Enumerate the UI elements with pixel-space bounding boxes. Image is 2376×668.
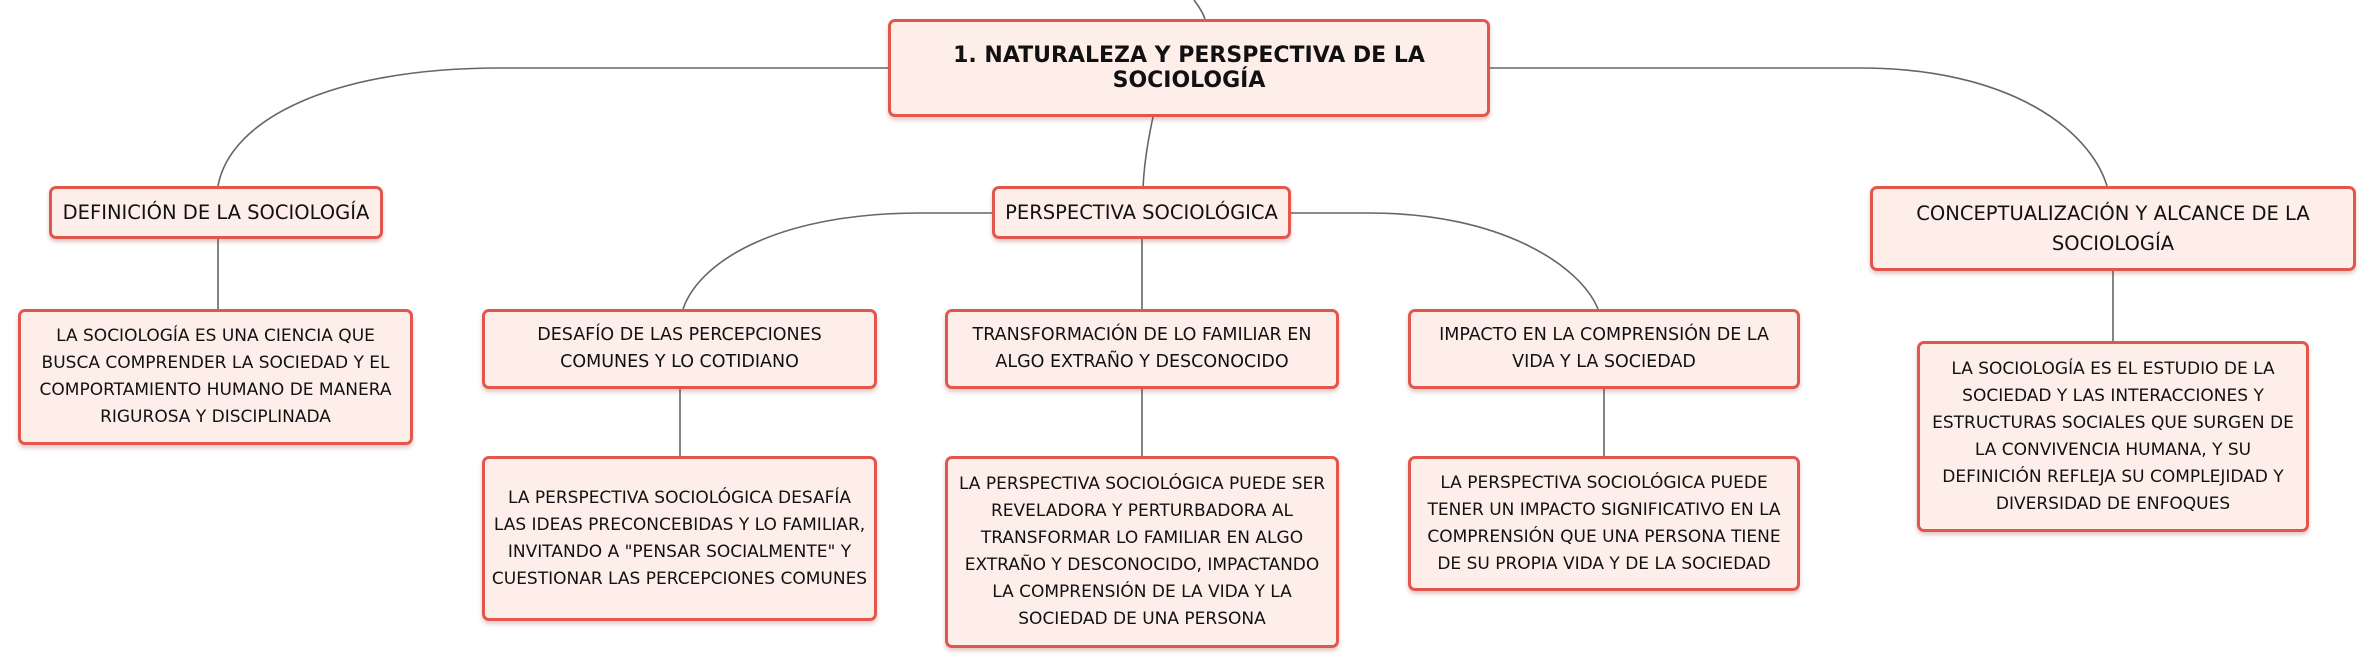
root-node-label: 1. NATURALEZA Y PERSPECTIVA DE LA SOCIOL…	[953, 43, 1425, 93]
detail-text: LA SOCIOLOGÍA ES EL ESTUDIO DE LA SOCIED…	[1932, 358, 2294, 514]
subtopic-node-transformacion[interactable]: TRANSFORMACIÓN DE LO FAMILIAR EN ALGO EX…	[945, 309, 1339, 389]
topic-node-definicion[interactable]: DEFINICIÓN DE LA SOCIOLOGÍA	[49, 186, 383, 239]
topic-node-perspectiva[interactable]: PERSPECTIVA SOCIOLÓGICA	[992, 186, 1291, 239]
detail-node-desafio[interactable]: LA PERSPECTIVA SOCIOLÓGICA DESAFÍA LAS I…	[482, 456, 877, 621]
detail-text: LA PERSPECTIVA SOCIOLÓGICA DESAFÍA LAS I…	[491, 487, 868, 589]
detail-node-impacto[interactable]: LA PERSPECTIVA SOCIOLÓGICA PUEDE TENER U…	[1408, 456, 1800, 591]
topic-label: CONCEPTUALIZACIÓN Y ALCANCE DE LA SOCIOL…	[1916, 201, 2310, 255]
connector-root-to-perspectiva	[1142, 116, 1154, 189]
detail-node-conceptualizacion[interactable]: LA SOCIOLOGÍA ES EL ESTUDIO DE LA SOCIED…	[1917, 341, 2309, 532]
subtopic-label: IMPACTO EN LA COMPRENSIÓN DE LA VIDA Y L…	[1439, 325, 1769, 372]
connector-perspectiva-to-impacto	[1291, 212, 1599, 310]
connector-root-to-conceptualizacion	[1490, 67, 2108, 187]
subtopic-node-desafio[interactable]: DESAFÍO DE LAS PERCEPCIONES COMUNES Y LO…	[482, 309, 877, 389]
subtopic-label: DESAFÍO DE LAS PERCEPCIONES COMUNES Y LO…	[537, 325, 822, 372]
root-node[interactable]: 1. NATURALEZA Y PERSPECTIVA DE LA SOCIOL…	[888, 19, 1490, 117]
topic-label: PERSPECTIVA SOCIOLÓGICA	[1005, 200, 1278, 224]
connector-parent-line	[1193, 0, 1206, 20]
detail-node-transformacion[interactable]: LA PERSPECTIVA SOCIOLÓGICA PUEDE SER REV…	[945, 456, 1339, 648]
topic-node-conceptualizacion[interactable]: CONCEPTUALIZACIÓN Y ALCANCE DE LA SOCIOL…	[1870, 186, 2356, 271]
detail-text: LA PERSPECTIVA SOCIOLÓGICA PUEDE TENER U…	[1427, 472, 1781, 574]
topic-label: DEFINICIÓN DE LA SOCIOLOGÍA	[62, 200, 370, 224]
subtopic-node-impacto[interactable]: IMPACTO EN LA COMPRENSIÓN DE LA VIDA Y L…	[1408, 309, 1800, 389]
detail-text: LA PERSPECTIVA SOCIOLÓGICA PUEDE SER REV…	[958, 474, 1326, 629]
subtopic-label: TRANSFORMACIÓN DE LO FAMILIAR EN ALGO EX…	[972, 325, 1312, 372]
detail-node-definicion[interactable]: LA SOCIOLOGÍA ES UNA CIENCIA QUE BUSCA C…	[18, 309, 413, 445]
connector-root-to-definicion	[217, 67, 888, 187]
connector-perspectiva-to-desafio	[682, 212, 992, 310]
detail-text: LA SOCIOLOGÍA ES UNA CIENCIA QUE BUSCA C…	[39, 326, 392, 427]
